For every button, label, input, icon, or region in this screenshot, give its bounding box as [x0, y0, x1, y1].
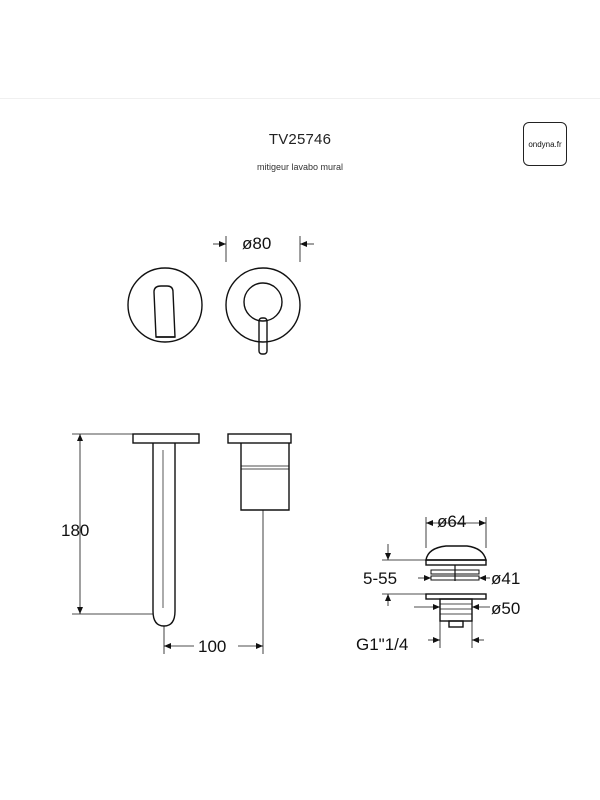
- label-drain-body: ø41: [491, 569, 520, 588]
- brand-logo-text: ondyna.fr: [528, 139, 562, 149]
- label-drain-thread: G1"1/4: [356, 635, 408, 654]
- dimension-plate-diameter: ø80: [213, 234, 314, 262]
- label-drain-height: 5-55: [363, 569, 397, 588]
- dimension-drain-body: ø41: [418, 569, 520, 588]
- product-code: TV25746: [268, 131, 332, 148]
- spout-front-view: [127, 267, 203, 343]
- spout-side-view: [132, 433, 200, 627]
- brand-logo[interactable]: ondyna.fr: [523, 122, 567, 166]
- mixer-side-view: [227, 433, 292, 511]
- label-plate-diameter: ø80: [242, 234, 271, 253]
- dimension-drain-height: 5-55: [363, 544, 426, 606]
- dimension-projection: 100: [163, 510, 264, 656]
- label-height: 180: [61, 521, 89, 540]
- product-name: mitigeur lavabo mural: [256, 162, 344, 172]
- mixer-front-view: [225, 267, 301, 355]
- label-projection: 100: [198, 637, 226, 656]
- label-drain-cap: ø64: [437, 512, 466, 531]
- dimension-drain-flange: ø50: [414, 599, 520, 618]
- dimension-drain-thread: G1"1/4: [356, 621, 484, 654]
- drain-side-view: [425, 545, 487, 628]
- header-divider: [0, 98, 600, 99]
- dimension-height: 180: [61, 433, 153, 615]
- label-drain-flange: ø50: [491, 599, 520, 618]
- dimension-drain-cap: ø64: [425, 512, 487, 548]
